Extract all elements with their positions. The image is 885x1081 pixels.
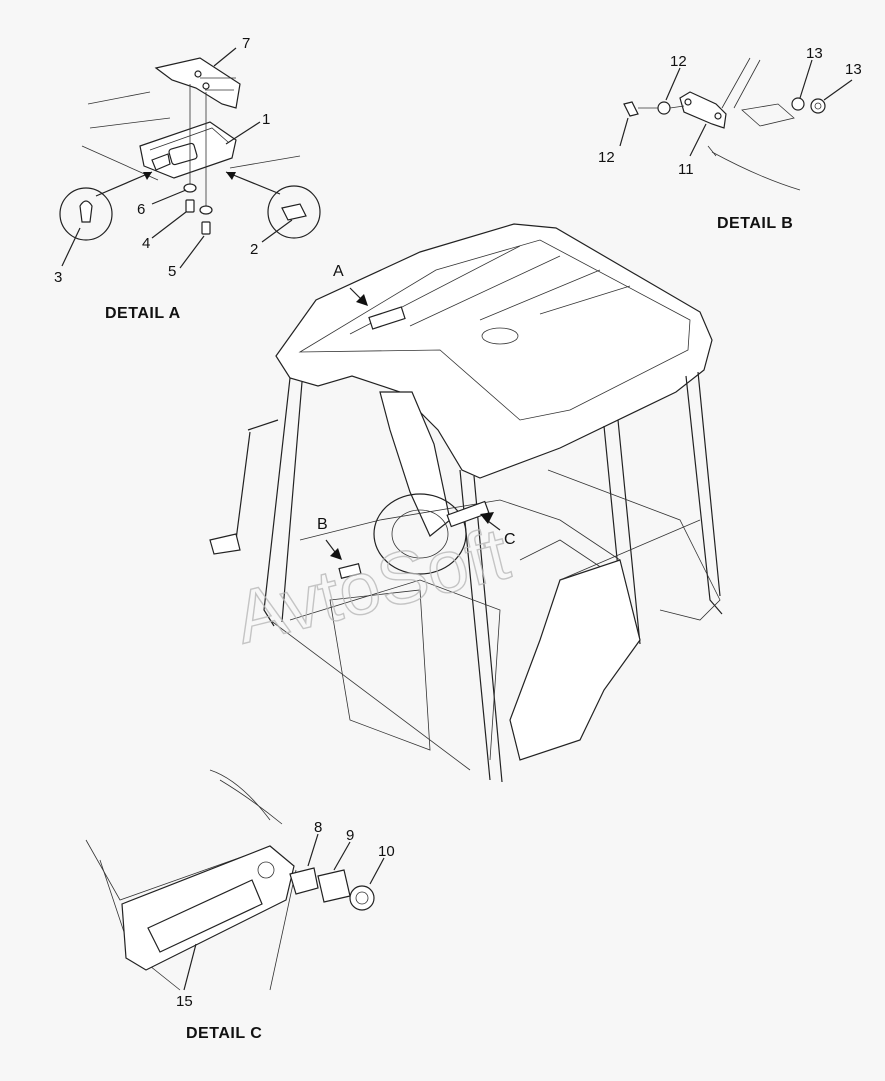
detail-c-title: DETAIL C [186,1025,262,1042]
socket-cap-part-10 [349,885,375,911]
bulb-part-3 [79,200,93,223]
detail-a-group [59,47,321,269]
washer-part-6 [183,183,197,193]
detail-b-title: DETAIL B [717,215,793,232]
callout-7: 7 [242,35,250,52]
callout-4: 4 [142,235,150,252]
callout-9: 9 [346,827,354,844]
callout-1: 1 [262,111,270,128]
view-marker-c: C [504,531,516,548]
socket-body-part-9 [317,869,351,903]
steering-column [379,391,451,537]
washer-part-13-left [657,101,671,115]
screw-part-5 [201,221,211,235]
callout-5: 5 [168,263,176,280]
callout-12: 12 [598,149,615,166]
bracket-part-11 [679,91,727,129]
callout-13-right: 13 [806,45,823,62]
cab-right-body [509,559,641,761]
bolt-part-12 [623,101,639,117]
watermark-text: AvtoSoft [227,511,518,659]
screw-part-4 [185,199,195,213]
callout-8: 8 [314,819,322,836]
washer-part-13-right [791,97,805,111]
callout-11: 11 [678,161,694,178]
callout-13-left: 12 [670,53,687,70]
bulb-part-2 [281,203,307,221]
bulb-detail-circle [59,187,113,241]
detail-c-group [85,769,385,991]
callout-10: 10 [378,843,395,860]
callout-14: 13 [845,61,862,78]
forklift-cab-illustration [209,223,723,783]
detail-b-group [619,57,853,191]
callout-3: 3 [54,269,62,286]
view-marker-b: B [317,516,328,533]
socket-part-8 [289,867,319,895]
callout-15: 15 [176,993,193,1010]
view-marker-a: A [333,263,344,280]
steering-wheel [373,493,467,575]
callout-2: 2 [250,241,258,258]
callout-6: 6 [137,201,145,218]
nut-part-14 [810,98,826,114]
label-plate-part-15 [147,879,263,953]
detail-a-title: DETAIL A [105,305,181,322]
festoon-detail-circle [267,185,321,239]
bracket-part-7 [154,57,241,109]
